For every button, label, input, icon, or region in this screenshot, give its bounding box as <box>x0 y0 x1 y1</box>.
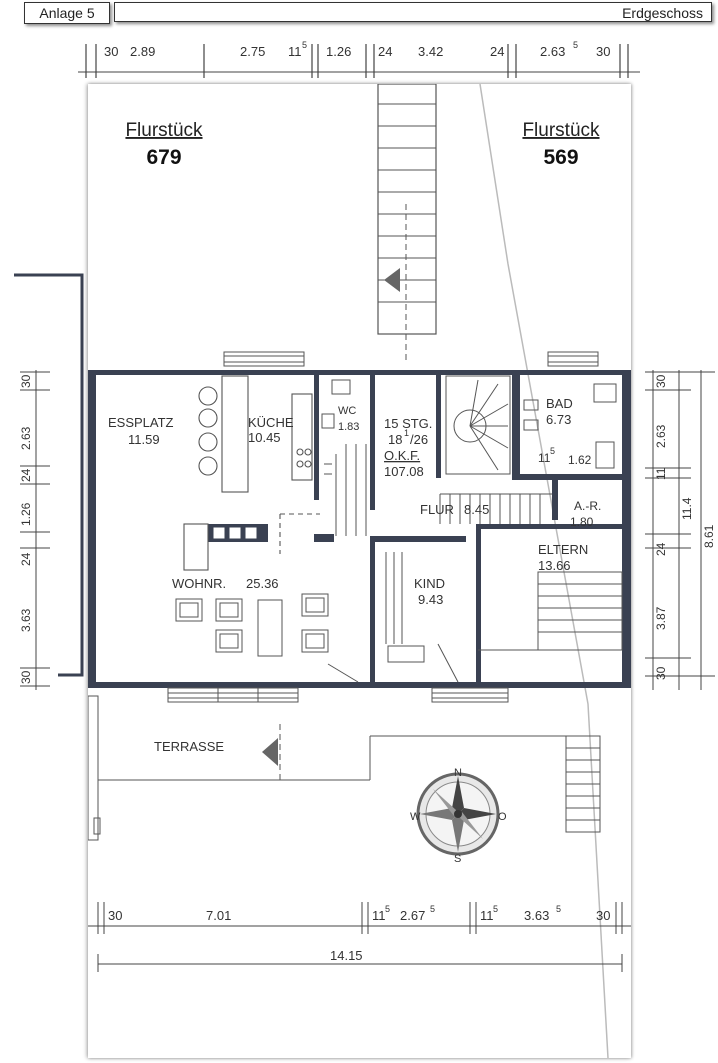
room-kueche-name: KÜCHE <box>248 415 294 430</box>
left-dim-7: 30 <box>19 670 33 684</box>
room-flur-name: FLUR <box>420 502 454 517</box>
left-dim-2: 2.63 <box>19 426 33 450</box>
parcel-label-right: Flurstück <box>522 120 600 141</box>
left-dimension-chain: 30 2.63 24 1.26 24 3.63 30 <box>14 273 84 690</box>
room-ar-area: 1.80 <box>570 515 594 529</box>
bottom-dim-3-sup: 5 <box>385 904 390 914</box>
bad-side-dim-sup: 5 <box>550 446 555 456</box>
overall-depth: 8.61 <box>702 524 716 548</box>
compass-rose-icon <box>416 772 500 856</box>
room-eltern-name: ELTERN <box>538 542 588 557</box>
room-kueche-area: 10.45 <box>248 430 281 445</box>
bottom-dim-6: 3.63 <box>524 908 549 923</box>
top-dim-8: 24 <box>490 44 504 59</box>
right-dim-3: 11 <box>654 467 668 480</box>
top-dim-5: 1.26 <box>326 44 351 59</box>
bad-side-dim: 11 <box>538 451 551 465</box>
parcel-label-left: Flurstück <box>125 120 203 141</box>
right-dim-1: 30 <box>654 374 668 388</box>
room-eltern-area: 13.66 <box>538 558 571 573</box>
top-dimension-chain: 30 2.89 2.75 11 5 1.26 24 3.42 24 2.63 5… <box>78 40 640 78</box>
room-bad-area: 6.73 <box>546 412 571 427</box>
bad-small-area: 1.62 <box>568 453 592 467</box>
parcel-number-right: 569 <box>543 146 578 169</box>
bottom-dim-7: 30 <box>596 908 610 923</box>
top-dim-4: 11 <box>288 44 302 59</box>
bottom-dim-5-sup: 5 <box>493 904 498 914</box>
compass-s: S <box>454 853 461 865</box>
top-dim-7: 3.42 <box>418 44 443 59</box>
plan-sheet: Flurstück 679 Flurstück 569 <box>87 83 631 1059</box>
bottom-dim-2: 7.01 <box>206 908 231 923</box>
bottom-dim-4-sup: 5 <box>430 904 435 914</box>
bottom-dim-1: 30 <box>108 908 122 923</box>
left-dim-1: 30 <box>19 374 33 388</box>
room-wc-name: WC <box>338 405 356 417</box>
bottom-dim-5: 11 <box>480 908 494 923</box>
top-dim-3: 2.75 <box>240 44 265 59</box>
room-wohnr-name: WOHNR. <box>172 576 226 591</box>
room-kind-area: 9.43 <box>418 592 443 607</box>
right-dim-6: 3.87 <box>654 606 668 630</box>
stair-ratio: 18 <box>388 432 402 447</box>
compass-w: W <box>410 811 421 823</box>
top-dim-9-sup: 5 <box>573 40 578 50</box>
stair-ratio-sup: 1 <box>404 428 409 438</box>
right-dimension-chain: 30 2.63 11 11.4 24 3.87 30 8.61 <box>645 370 716 690</box>
right-dim-2: 2.63 <box>654 424 668 448</box>
room-wc-area: 1.83 <box>338 421 359 433</box>
stair-height: 107.08 <box>384 464 424 479</box>
attachment-label: Anlage 5 <box>24 2 110 24</box>
room-terrasse-name: TERRASSE <box>154 739 224 754</box>
right-dim-5: 24 <box>654 542 668 556</box>
room-bad-name: BAD <box>546 396 573 411</box>
room-ar-name: A.-R. <box>574 499 601 513</box>
room-flur-area: 8.45 <box>464 502 489 517</box>
top-dim-9: 2.63 <box>540 44 565 59</box>
top-dim-4-sup: 5 <box>302 40 307 50</box>
compass-n: N <box>454 767 462 779</box>
left-dim-6: 3.63 <box>19 608 33 632</box>
stair-ratio-rest: /26 <box>410 432 428 447</box>
parcel-number-left: 679 <box>146 146 181 169</box>
left-dim-4: 1.26 <box>19 502 33 526</box>
room-essplatz-area: 11.59 <box>128 432 160 447</box>
bottom-dim-3: 11 <box>372 908 386 923</box>
room-kind-name: KIND <box>414 576 445 591</box>
top-dim-1: 30 <box>104 44 118 59</box>
top-dim-10: 30 <box>596 44 610 59</box>
overall-width: 14.15 <box>330 948 363 963</box>
right-dim-7: 30 <box>654 666 668 680</box>
bottom-dim-6-sup: 5 <box>556 904 561 914</box>
right-dim-4: 11.4 <box>680 497 694 520</box>
room-wohnr-area: 25.36 <box>246 576 279 591</box>
room-essplatz-name: ESSPLATZ <box>108 415 174 430</box>
floor-plan: Flurstück 679 Flurstück 569 <box>87 83 631 1059</box>
stair-count: 15 STG. <box>384 416 432 431</box>
left-dim-5: 24 <box>19 552 33 566</box>
stair-okf: O.K.F. <box>384 448 420 463</box>
compass-o: O <box>498 811 507 823</box>
left-dim-3: 24 <box>19 468 33 482</box>
bottom-dim-4: 2.67 <box>400 908 425 923</box>
floor-title: Erdgeschoss <box>114 2 712 22</box>
top-dim-6: 24 <box>378 44 392 59</box>
top-dim-2: 2.89 <box>130 44 155 59</box>
